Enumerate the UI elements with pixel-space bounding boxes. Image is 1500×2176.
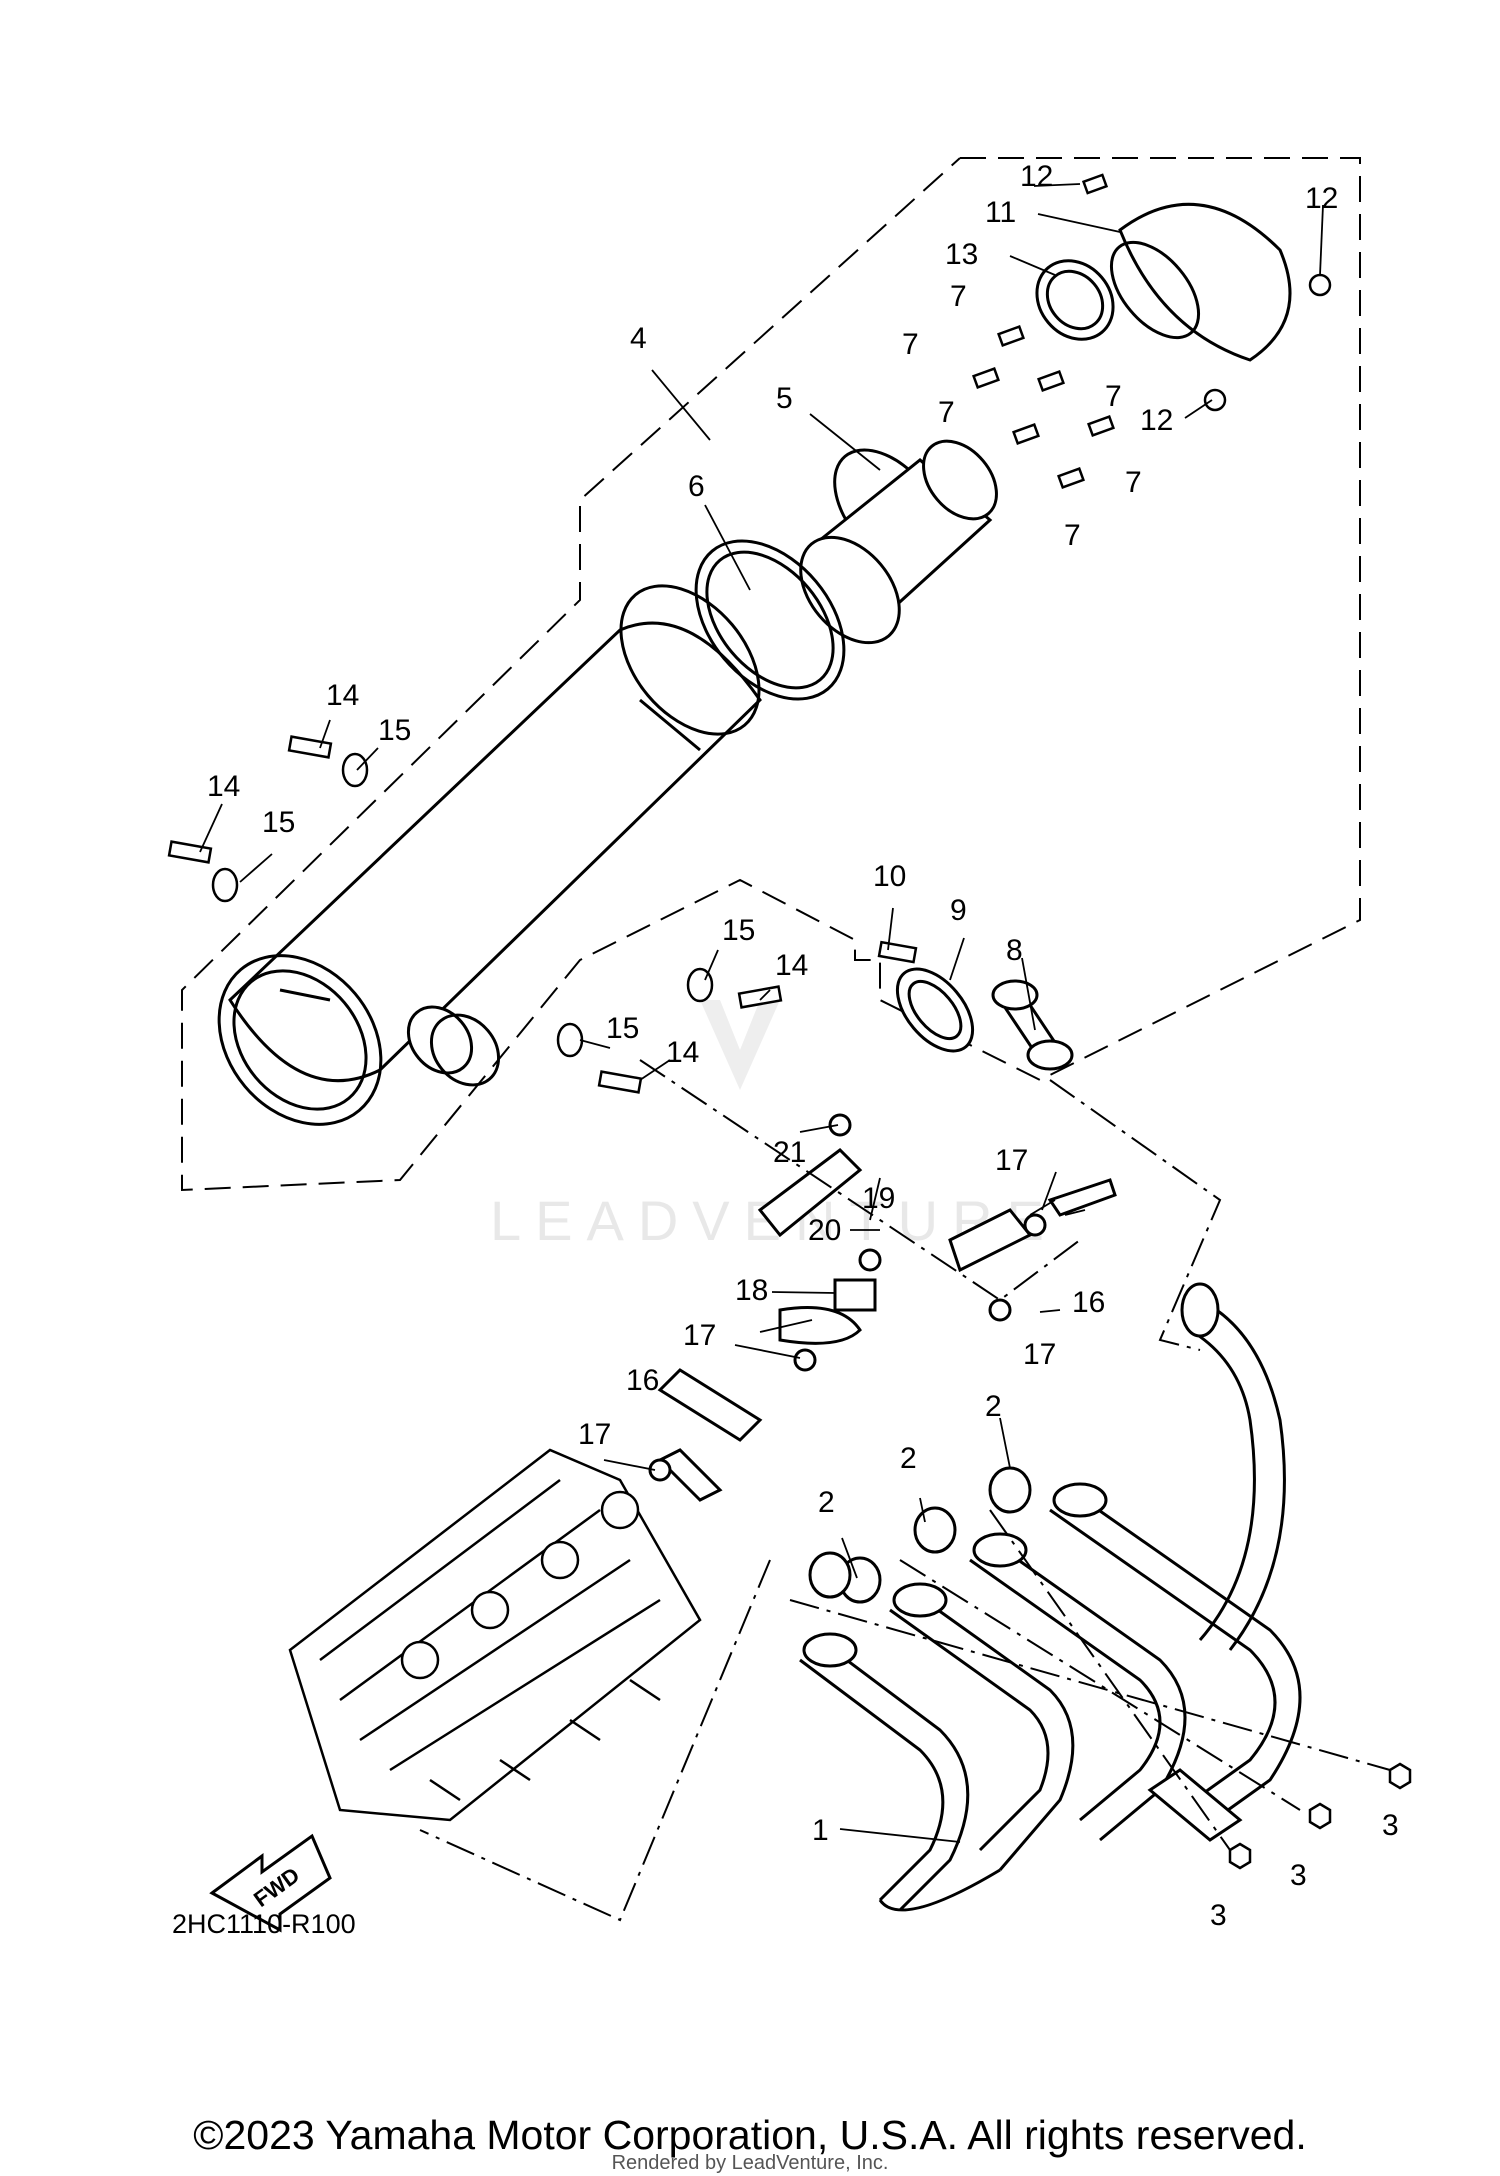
callout-6: 6: [688, 470, 705, 503]
end-cap-and-ring: [1035, 202, 1292, 362]
leader-lines: [419, 1059, 1391, 1922]
exhaust-gaskets: [808, 1466, 1032, 1604]
silencer-and-gasket: [694, 439, 998, 701]
callout-3: 3: [1210, 1899, 1227, 1932]
fwd-arrow-icon: FWD: [209, 1833, 332, 1933]
callout-13: 13: [945, 238, 978, 271]
callout-15: 15: [378, 714, 411, 747]
air-induction-hoses: [648, 1113, 1117, 1502]
rendered-by-text: Rendered by LeadVenture, Inc.: [611, 2152, 889, 2174]
bolts-and-washers: [167, 173, 1332, 1094]
callout-15: 15: [722, 914, 755, 947]
copyright-text: ©2023 Yamaha Motor Corporation, U.S.A. A…: [193, 2112, 1307, 2158]
exhaust-header-pipes: [799, 1282, 1302, 1912]
callout-lines: [199, 183, 1324, 1843]
callout-7: 7: [950, 280, 967, 313]
callout-2: 2: [818, 1486, 835, 1519]
callout-17: 17: [995, 1144, 1028, 1177]
callout-14: 14: [775, 949, 808, 982]
callout-7: 7: [1064, 519, 1081, 552]
callout-7: 7: [1105, 380, 1122, 413]
callout-12: 12: [1140, 404, 1173, 437]
callout-2: 2: [900, 1442, 917, 1475]
callout-4: 4: [630, 322, 647, 355]
callout-17: 17: [578, 1418, 611, 1451]
callout-2: 2: [985, 1390, 1002, 1423]
clamp-and-joint: [895, 967, 1074, 1071]
callout-11: 11: [985, 196, 1016, 229]
callout-16: 16: [626, 1364, 659, 1397]
muffler-assembly-outline: [181, 157, 1361, 1192]
callout-19: 19: [862, 1182, 895, 1215]
callout-1: 1: [812, 1814, 829, 1847]
callout-3: 3: [1290, 1859, 1307, 1892]
callout-16: 16: [1072, 1286, 1105, 1319]
callout-8: 8: [1006, 934, 1023, 967]
callout-14: 14: [207, 770, 240, 803]
callout-7: 7: [902, 328, 919, 361]
muffler-body: [217, 584, 762, 1126]
callout-14: 14: [326, 679, 359, 712]
callout-15: 15: [606, 1012, 639, 1045]
callout-5: 5: [776, 382, 793, 415]
exhaust-nuts: [1228, 1762, 1412, 1870]
callout-14: 14: [666, 1036, 699, 1069]
callout-12: 12: [1020, 160, 1053, 193]
diagram-code: 2HC1110-R100: [172, 1909, 356, 1939]
callout-3: 3: [1382, 1809, 1399, 1842]
callout-9: 9: [950, 894, 967, 927]
callout-15: 15: [262, 806, 295, 839]
callout-10: 10: [873, 860, 906, 893]
callout-17: 17: [1023, 1338, 1056, 1371]
callout-7: 7: [938, 396, 955, 429]
callout-18: 18: [735, 1274, 768, 1307]
cylinder-head: [288, 1448, 702, 1822]
callout-12: 12: [1305, 182, 1338, 215]
callout-17: 17: [683, 1319, 716, 1352]
callout-20: 20: [808, 1214, 841, 1247]
callout-21: 21: [773, 1136, 806, 1169]
callout-7: 7: [1125, 466, 1142, 499]
callout-numbers: 1 2 2 2 3 3 3 4 5 6 7 7 7 7 7 7 8 9 10 1…: [207, 160, 1399, 1932]
